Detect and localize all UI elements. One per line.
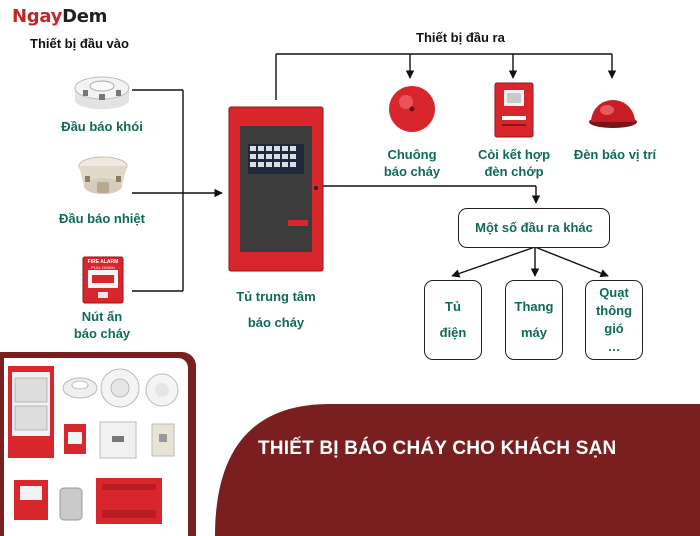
control-panel-icon	[228, 106, 324, 272]
call-point-text-top: FIRE ALARM	[87, 259, 119, 265]
elevator-box: Thang máy	[505, 280, 563, 360]
product-collage	[0, 352, 196, 536]
horn-strobe-label: Còi kết hợp đèn chớp	[460, 146, 568, 180]
product-collage-inner	[4, 358, 188, 536]
ventilation-fan-line4: …	[607, 339, 621, 354]
call-point-text-mid: PULL DOWN	[91, 265, 115, 270]
inputs-header: Thiết bị đầu vào	[30, 36, 129, 51]
logo-part-2: Dem	[62, 6, 108, 27]
ventilation-fan-line2: thông	[595, 303, 633, 318]
smoke-detector-label: Đầu báo khói	[61, 119, 143, 134]
manual-call-point-label: Nút ấn báo cháy	[42, 308, 162, 342]
manual-call-point-icon	[82, 256, 124, 304]
product-collage-devices	[8, 366, 179, 524]
horn-strobe-icon	[494, 82, 534, 138]
fire-bell-label-line1: Chuông	[387, 147, 437, 162]
electrical-cabinet-box: Tủ điện	[424, 280, 482, 360]
other-outputs-box: Một số đầu ra khác	[458, 208, 610, 248]
smoke-detector-icon	[74, 76, 130, 109]
ventilation-fan-line3: gió	[604, 321, 624, 336]
horn-strobe-label-line1: Còi kết hợp	[477, 147, 551, 162]
ventilation-fan-box: Quạt thông gió …	[585, 280, 643, 360]
manual-call-point-label-line1: Nút ấn	[81, 309, 123, 324]
logo-part-1: Ngay	[12, 6, 63, 27]
brand-logo: NgayDem	[12, 6, 107, 27]
location-lamp-icon	[589, 100, 637, 128]
fire-bell-label-line2: báo cháy	[383, 164, 441, 179]
control-panel-label-line1: Tủ trung tâm	[236, 289, 316, 304]
banner-title: THIẾT BỊ BÁO CHÁY CHO KHÁCH SẠN	[258, 438, 617, 459]
outputs-header: Thiết bị đầu ra	[416, 30, 505, 45]
elevator-line2: máy	[520, 325, 548, 340]
electrical-cabinet-line1: Tủ	[445, 299, 461, 314]
control-panel-label-line2: báo cháy	[247, 315, 305, 330]
control-panel-label: Tủ trung tâm báo cháy	[216, 284, 336, 336]
electrical-cabinet-line2: điện	[439, 325, 467, 340]
location-lamp-label: Đèn báo vị trí	[573, 147, 657, 162]
ventilation-fan-line1: Quạt	[599, 285, 629, 300]
manual-call-point-label-line2: báo cháy	[73, 326, 131, 341]
heat-detector-icon	[78, 156, 128, 194]
horn-strobe-label-line2: đèn chớp	[484, 164, 544, 179]
elevator-line1: Thang	[514, 299, 554, 314]
fire-bell-icon	[389, 86, 435, 132]
heat-detector-label: Đầu báo nhiệt	[59, 211, 145, 226]
fire-bell-label: Chuông báo cháy	[358, 146, 466, 180]
